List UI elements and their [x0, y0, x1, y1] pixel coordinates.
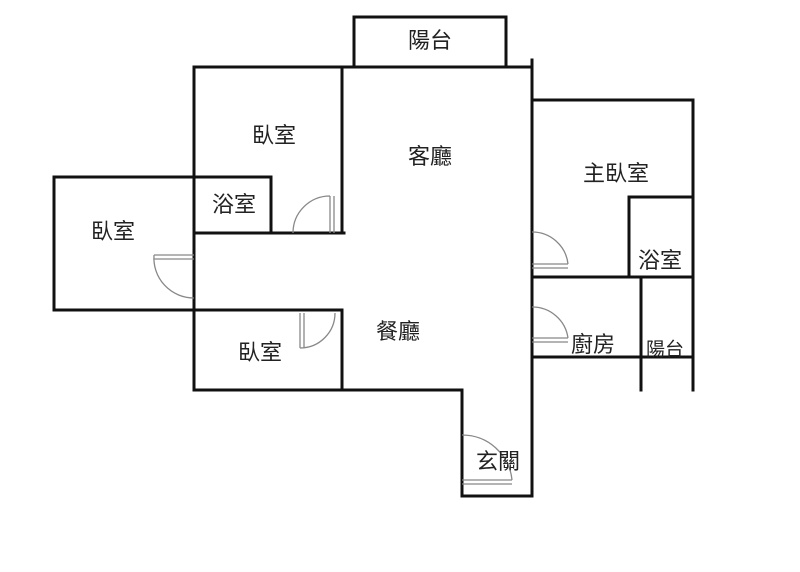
- label-bathroom-right: 浴室: [638, 249, 682, 274]
- label-bedroom-upper: 臥室: [252, 124, 296, 149]
- door-master-bedroom: [531, 231, 569, 269]
- label-bedroom-left: 臥室: [91, 220, 135, 245]
- door-bedroom-lower: [299, 312, 336, 349]
- label-kitchen: 廚房: [571, 333, 615, 358]
- door-kitchen: [531, 306, 569, 343]
- label-entrance: 玄關: [476, 450, 520, 475]
- label-bedroom-lower: 臥室: [238, 341, 282, 366]
- doors: [153, 195, 569, 485]
- label-dining-room: 餐廳: [376, 320, 420, 345]
- door-bedroom-left: [153, 254, 195, 299]
- label-bathroom-left: 浴室: [212, 193, 256, 218]
- door-entrance: [461, 434, 513, 485]
- door-bathroom-left: [292, 195, 335, 234]
- label-balcony-right: 陽台: [646, 339, 684, 361]
- walls: [52, 15, 695, 498]
- label-balcony-top: 陽台: [408, 29, 452, 54]
- label-living-room: 客廳: [408, 145, 452, 170]
- room-labels: 陽台 客廳 臥室 浴室 臥室 臥室 餐廳 玄關 主臥室 浴室 廚房 陽台: [91, 29, 684, 475]
- label-master-bedroom: 主臥室: [583, 162, 649, 187]
